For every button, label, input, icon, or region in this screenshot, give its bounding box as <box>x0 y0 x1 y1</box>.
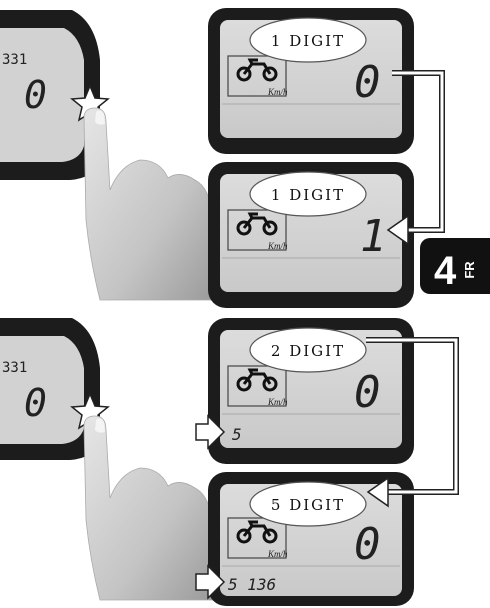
speed-digit: 1 <box>360 211 387 262</box>
motorcycle-icon <box>236 368 278 392</box>
speed-unit: Km/h <box>267 549 288 559</box>
device-top-text: 331 <box>2 52 27 68</box>
finger-press-illustration-1: 331 0 <box>0 10 215 301</box>
finger-hand <box>83 415 215 601</box>
digit-bubble <box>249 17 367 63</box>
speed-unit: Km/h <box>267 241 288 251</box>
digit-bubble <box>249 481 367 527</box>
language-code: FR <box>462 261 477 279</box>
device-lcd <box>0 336 84 444</box>
digit-bubble-label: 1 DIGIT <box>271 186 345 204</box>
bike-icon-frame <box>227 209 287 251</box>
speed-unit: Km/h <box>267 87 288 97</box>
fingernail <box>95 418 105 433</box>
digit-bubble-label: 1 DIGIT <box>271 32 345 50</box>
bike-icon-frame <box>227 517 287 559</box>
lcd-screen-step-2: Km/h 1 1 DIGIT <box>208 162 414 308</box>
lcd-screen-step-1: Km/h 0 1 DIGIT <box>208 8 414 154</box>
step-connector-arrow-2 <box>366 337 459 508</box>
lcd-screen-step-4: Km/h 0 5 136 5 DIGIT <box>208 472 414 606</box>
lcd-screen-step-3: Km/h 0 5 2 DIGIT <box>208 318 414 464</box>
device-digit: 0 <box>24 73 47 117</box>
page-tab: 4 FR <box>420 238 490 294</box>
device-lcd <box>0 28 84 162</box>
device-top-text: 331 <box>2 360 27 376</box>
arrow-head-icon <box>386 214 409 246</box>
arrow-head-icon <box>366 476 389 508</box>
bike-icon-frame <box>227 55 287 97</box>
page-number: 4 <box>434 249 457 293</box>
digit-bubble <box>249 327 367 373</box>
finger-hand <box>83 107 215 301</box>
motorcycle-icon <box>236 212 278 236</box>
odometer-pointer-arrow-2 <box>195 564 226 600</box>
odometer-value: 5 136 <box>228 575 276 594</box>
speed-digit: 0 <box>354 367 381 418</box>
finger-press-illustration-2: 331 0 <box>0 318 215 601</box>
digit-bubble <box>249 171 367 217</box>
device-digit: 0 <box>24 381 47 425</box>
speed-digit: 0 <box>354 519 381 570</box>
odometer-value: 5 <box>232 425 242 444</box>
digit-bubble-label: 2 DIGIT <box>271 342 345 360</box>
bike-icon-frame <box>227 365 287 407</box>
digit-bubble-label: 5 DIGIT <box>271 496 345 514</box>
fingernail <box>95 110 105 125</box>
odometer-pointer-arrow-1 <box>195 414 226 450</box>
speed-unit: Km/h <box>267 397 288 407</box>
speed-digit: 0 <box>354 57 381 108</box>
step-connector-arrow-1 <box>386 70 445 246</box>
motorcycle-icon <box>236 520 278 544</box>
motorcycle-icon <box>236 58 278 82</box>
